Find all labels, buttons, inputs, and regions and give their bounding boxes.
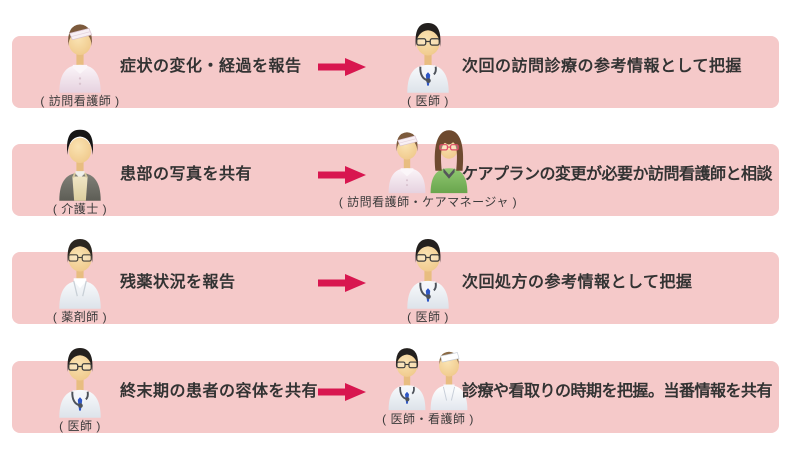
flow-arrow-icon bbox=[318, 166, 366, 184]
row-band bbox=[12, 252, 779, 324]
target-role-label: ( 医師 ) bbox=[407, 94, 449, 108]
caregiver-icon bbox=[58, 128, 102, 201]
visiting-nurse-icon bbox=[388, 131, 426, 194]
source-role-label: ( 医師 ) bbox=[59, 419, 101, 433]
target-role-label: ( 医師・看護師 ) bbox=[382, 412, 474, 426]
result-text: 次回の訪問診療の参考情報として把握 bbox=[462, 58, 743, 75]
target-figure: ( 訪問看護師・ケアマネージャ ) bbox=[339, 125, 517, 209]
flow-row-4: ( 医師 ) 終末期の患者の容体を共有 ( 医師・看護師 ) 診療や看取りの時期… bbox=[12, 347, 779, 433]
result-text: ケアプランの変更が必要か訪問看護師と相談 bbox=[462, 166, 773, 183]
visiting-nurse-icon bbox=[58, 24, 102, 93]
source-figure: ( 訪問看護師 ) bbox=[28, 17, 132, 108]
action-text: 症状の変化・経過を報告 bbox=[120, 58, 302, 75]
source-role-label: ( 薬剤師 ) bbox=[52, 310, 108, 324]
action-text: 残薬状況を報告 bbox=[120, 274, 236, 291]
target-role-label: ( 訪問看護師・ケアマネージャ ) bbox=[338, 195, 518, 209]
flow-arrow-icon bbox=[318, 274, 366, 292]
source-role-label: ( 訪問看護師 ) bbox=[40, 94, 120, 108]
target-role-label: ( 医師 ) bbox=[407, 310, 449, 324]
target-figure: ( 医師 ) bbox=[364, 17, 492, 108]
result-text: 診療や看取りの時期を把握。当番情報を共有 bbox=[462, 383, 773, 400]
flow-arrow-icon bbox=[318, 58, 366, 76]
doctor-icon bbox=[58, 347, 102, 418]
doctor-icon bbox=[406, 238, 450, 309]
result-text: 次回処方の参考情報として把握 bbox=[462, 274, 693, 291]
doctor-icon bbox=[387, 347, 427, 411]
action-text: 終末期の患者の容体を共有 bbox=[120, 383, 319, 400]
flow-arrow-icon bbox=[318, 383, 366, 401]
action-text: 患部の写真を共有 bbox=[120, 166, 253, 183]
target-figure: ( 医師・看護師 ) bbox=[364, 342, 492, 426]
flow-row-3: ( 薬剤師 ) 残薬状況を報告 ( 医師 ) 次回処方の参考情報として把握 bbox=[12, 238, 779, 324]
source-role-label: ( 介護士 ) bbox=[52, 202, 108, 216]
flow-row-1: ( 訪問看護師 ) 症状の変化・経過を報告 ( 医師 ) 次回の訪問診療の参考情… bbox=[12, 22, 779, 108]
source-figure: ( 介護士 ) bbox=[28, 125, 132, 216]
flow-row-2: ( 介護士 ) 患部の写真を共有 ( 訪問看護師・ケアマネージャ ) ケアプラン… bbox=[12, 128, 779, 216]
source-figure: ( 医師 ) bbox=[28, 342, 132, 433]
row-band bbox=[12, 36, 779, 108]
target-figure: ( 医師 ) bbox=[364, 233, 492, 324]
source-figure: ( 薬剤師 ) bbox=[28, 233, 132, 324]
doctor-icon bbox=[406, 22, 450, 93]
pharmacist-icon bbox=[58, 238, 102, 309]
